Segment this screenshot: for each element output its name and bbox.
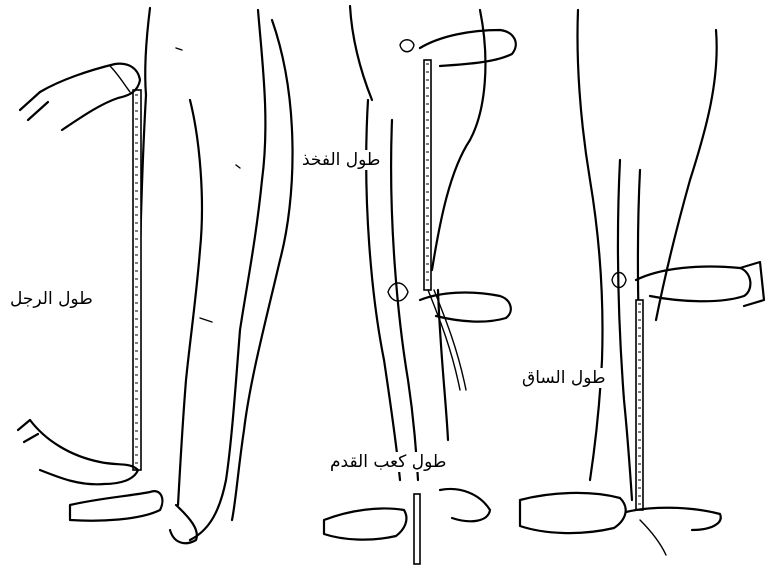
panel-leg-length [18,8,293,543]
panel-shank-length [520,10,764,555]
label-leg-length: طول الرجل [8,289,95,309]
panel-thigh-length [324,6,516,564]
label-thigh-length: طول الفخذ [300,150,382,170]
label-ankle-length: طول كعب القدم [328,452,448,472]
label-shank-length: طول الساق [520,368,608,388]
